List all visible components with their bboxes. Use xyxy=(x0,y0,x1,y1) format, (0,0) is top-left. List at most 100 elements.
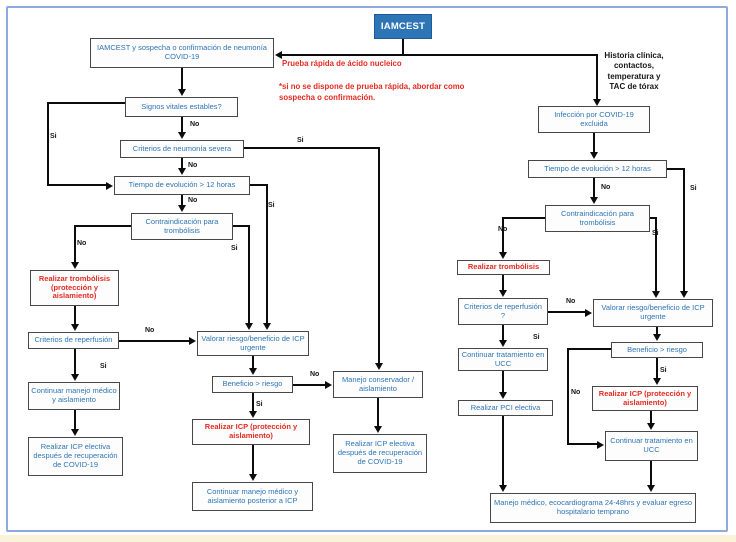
node-icp-electiva-recuperacion-izq: Realizar ICP electiva después de recuper… xyxy=(28,437,123,476)
node-criterios-reperfusion-izq: Criterios de reperfusión xyxy=(28,332,119,349)
connector-line xyxy=(502,325,504,342)
node-continuar-manejo-medico-aislamiento: Continuar manejo médico y aislamiento xyxy=(28,382,120,410)
annotation-nota-sin-prueba-rapida: *si no se dispone de prueba rápida, abor… xyxy=(279,82,465,103)
edge-label-si-15: Si xyxy=(652,230,659,237)
arrowhead-down-icon xyxy=(590,152,598,159)
connector-line xyxy=(502,371,504,394)
node-criterios-reperfusion-der: Criterios de reperfusión ? xyxy=(458,298,548,325)
connector-line xyxy=(47,102,125,104)
node-contraindicacion-trombolisis-der: Contraindicación para trombólisis xyxy=(545,205,650,232)
arrowhead-down-icon xyxy=(499,252,507,259)
connector-line xyxy=(502,217,504,254)
connector-line xyxy=(252,393,254,413)
connector-line xyxy=(656,327,658,336)
edge-label-no-3: No xyxy=(188,162,198,169)
node-tiempo-evolucion-izq: Tiempo de evolución > 12 horas xyxy=(114,176,250,195)
arrowhead-left-icon xyxy=(275,51,282,59)
arrowhead-down-icon xyxy=(375,363,383,370)
arrowhead-down-icon xyxy=(178,205,186,212)
connector-line xyxy=(650,411,652,425)
node-continuar-tratamiento-ucc-1: Continuar tratamiento en UCC xyxy=(458,348,548,371)
annotation-nota-prueba-rapida: Prueba rápida de ácido nucleico xyxy=(282,59,402,68)
edge-label-si-0: Si xyxy=(50,133,57,140)
connector-line xyxy=(47,102,49,186)
edge-label-si-7: Si xyxy=(231,245,238,252)
connector-line xyxy=(502,217,545,219)
connector-line xyxy=(74,225,76,263)
arrowhead-right-icon xyxy=(597,441,604,449)
connector-line xyxy=(655,217,657,293)
connector-line xyxy=(250,184,268,186)
connector-line xyxy=(293,384,326,386)
edge-label-no-16: No xyxy=(566,298,576,305)
node-contraindicacion-trombolisis-izq: Contraindicación para trombólisis xyxy=(131,213,233,240)
arrowhead-right-icon xyxy=(325,381,332,389)
connector-line xyxy=(667,168,685,170)
arrowhead-down-icon xyxy=(178,132,186,139)
arrowhead-down-icon xyxy=(590,197,598,204)
arrowhead-down-icon xyxy=(653,378,661,385)
edge-label-si-17: Si xyxy=(533,334,540,341)
arrowhead-down-icon xyxy=(499,485,507,492)
edge-label-no-8: No xyxy=(145,327,155,334)
connector-line xyxy=(181,68,183,92)
connector-line xyxy=(567,443,598,445)
arrowhead-down-icon xyxy=(647,485,655,492)
node-manejo-conservador-aislamiento: Manejo conservador / aislamiento xyxy=(333,371,423,398)
node-realizar-icp-der: Realizar ICP (protección y aislamiento) xyxy=(592,386,698,411)
annotation-nota-historia-clinica: Historia clínica, contactos, temperatura… xyxy=(604,51,664,92)
edge-label-si-11: Si xyxy=(256,401,263,408)
arrowhead-down-icon xyxy=(499,290,507,297)
connector-line xyxy=(567,348,569,445)
edge-label-si-13: Si xyxy=(690,185,697,192)
connector-line xyxy=(244,147,380,149)
node-icp-electiva-recuperacion-centro: Realizar ICP electiva después de recuper… xyxy=(333,434,427,473)
connector-line xyxy=(252,445,254,476)
connector-line xyxy=(593,133,595,154)
node-infeccion-covid-excluida: Infección por COVID-19 excluida xyxy=(538,106,650,133)
node-continuar-manejo-posterior-icp: Continuar manejo médico y aislamiento po… xyxy=(192,482,313,511)
arrowhead-down-icon xyxy=(249,368,257,375)
arrowhead-down-icon xyxy=(178,168,186,175)
node-continuar-tratamiento-ucc-2: Continuar tratamiento en UCC xyxy=(605,431,698,461)
connector-line xyxy=(74,349,76,376)
arrowhead-down-icon xyxy=(647,423,655,430)
connector-line xyxy=(266,184,268,325)
node-iamcest-sospecha-covid: IAMCEST y sospecha o confirmación de neu… xyxy=(90,38,274,68)
node-beneficio-riesgo-centro: Beneficio > riesgo xyxy=(212,376,293,393)
arrowhead-down-icon xyxy=(680,291,688,298)
arrowhead-right-icon xyxy=(106,182,113,190)
connector-line xyxy=(656,358,658,380)
diagram-frame xyxy=(6,6,728,532)
connector-line xyxy=(233,225,250,227)
connector-line xyxy=(248,225,250,325)
connector-line xyxy=(402,39,404,55)
arrowhead-down-icon xyxy=(652,291,660,298)
node-tiempo-evolucion-der: Tiempo de evolución > 12 horas xyxy=(528,160,667,178)
node-realizar-trombolisis-izq: Realizar trombólisis (protección y aisla… xyxy=(30,270,119,306)
connector-line xyxy=(74,306,76,326)
node-valorar-riesgo-beneficio-der: Valorar riesgo/beneficio de ICP urgente xyxy=(593,299,713,327)
edge-label-no-6: No xyxy=(77,240,87,247)
edge-label-si-9: Si xyxy=(100,363,107,370)
connector-line xyxy=(683,168,685,293)
edge-label-si-2: Si xyxy=(297,137,304,144)
edge-label-no-4: No xyxy=(188,197,198,204)
connector-line xyxy=(548,311,586,313)
arrowhead-down-icon xyxy=(178,89,186,96)
arrowhead-down-icon xyxy=(263,323,271,330)
connector-line xyxy=(181,195,183,208)
arrowhead-down-icon xyxy=(593,99,601,106)
node-realizar-icp-centro: Realizar ICP (protección y aislamiento) xyxy=(192,419,310,445)
node-iamcest-header: IAMCEST xyxy=(374,14,432,39)
connector-line xyxy=(567,348,611,350)
arrowhead-down-icon xyxy=(71,262,79,269)
connector-line xyxy=(74,225,131,227)
arrowhead-right-icon xyxy=(585,309,592,317)
arrowhead-down-icon xyxy=(71,324,79,331)
node-manejo-medico-final: Manejo médico, ecocardiograma 24-48hrs y… xyxy=(490,493,696,523)
arrowhead-down-icon xyxy=(653,334,661,341)
connector-line xyxy=(252,356,254,370)
node-valorar-riesgo-beneficio-centro: Valorar riesgo/beneficio de ICP urgente xyxy=(197,331,309,356)
